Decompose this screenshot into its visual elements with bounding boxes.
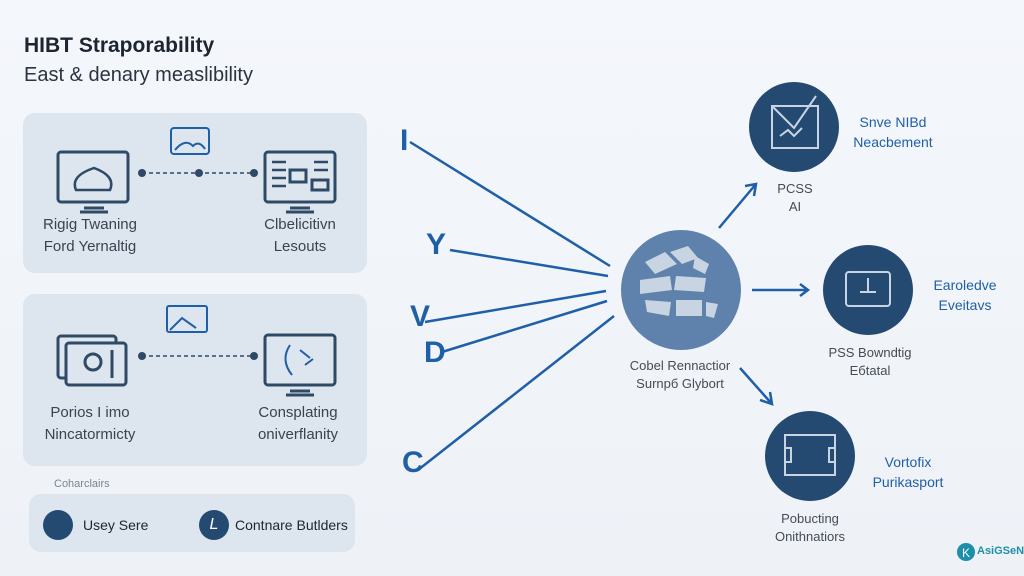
check-envelope-icon xyxy=(771,95,819,149)
page-subtitle: East & denary measlibility xyxy=(24,64,253,86)
legend-item-1: Usey Sere xyxy=(83,517,149,533)
node-circle-2 xyxy=(823,245,913,335)
document-monitor-icon xyxy=(263,150,337,214)
tablet-pin-icon xyxy=(56,334,128,387)
page-title: HIBT Straporability xyxy=(24,34,215,57)
letter-l-icon: L xyxy=(199,510,229,540)
fan-letter-d: D xyxy=(424,336,446,369)
map-icon xyxy=(166,305,208,333)
node-circle-1 xyxy=(749,82,839,172)
arrows xyxy=(718,182,811,406)
fan-letter-v: V xyxy=(410,300,431,333)
svg-text:K: K xyxy=(962,546,970,560)
fan-letter-y: Y xyxy=(426,228,447,261)
node-circle-3 xyxy=(765,411,855,501)
legend-item-2: Contnare Butlders xyxy=(235,517,348,533)
brick-wall-icon xyxy=(640,246,718,318)
fan-lines xyxy=(409,140,615,471)
logo-text: AsiGSeN xyxy=(977,545,1024,557)
fan-letter-c: C xyxy=(402,446,424,479)
clipboard-icon xyxy=(43,510,73,540)
image-icon xyxy=(170,127,210,155)
court-icon xyxy=(784,434,836,476)
fan-letter-i: I xyxy=(400,124,409,157)
globe-monitor-icon xyxy=(263,333,337,397)
monitor-icon xyxy=(56,150,130,214)
board-icon xyxy=(845,271,891,307)
legend-panel: Usey Sere L Contnare Butlders xyxy=(29,494,355,552)
legend-title: Coharclairs xyxy=(54,478,110,490)
panel-top xyxy=(23,113,367,273)
logo-mark: K xyxy=(957,543,975,561)
hub-circle xyxy=(621,230,741,350)
